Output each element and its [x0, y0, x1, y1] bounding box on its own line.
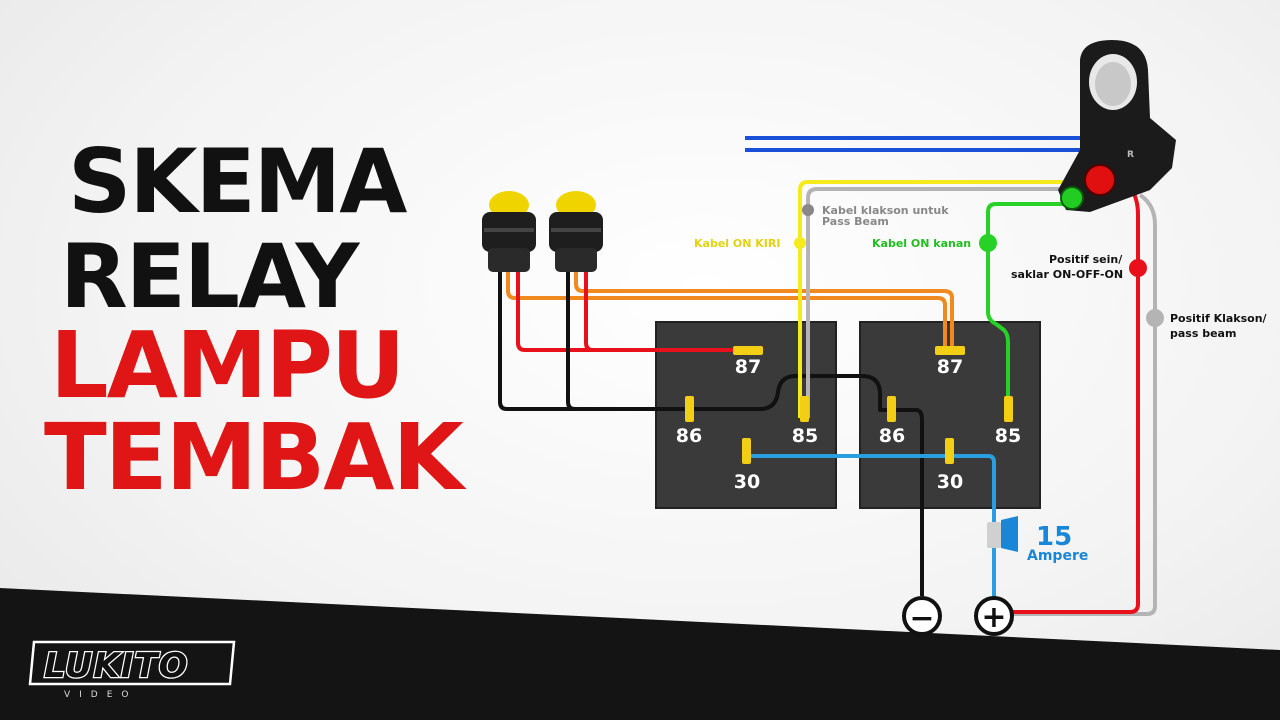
relay-right-label-85: 85 [995, 425, 1021, 447]
fuse-value: 15 [1036, 522, 1072, 552]
relay-left-pin-30 [742, 438, 751, 464]
label-positif-klakson-1: Positif Klakson/ [1170, 312, 1268, 325]
title-line-2: RELAY [60, 225, 359, 328]
label-kabel-on-kanan: Kabel ON kanan [872, 237, 971, 250]
marker-red-sein [1129, 259, 1147, 277]
relay-right-pin-30 [945, 438, 954, 464]
wire-blue-30 [746, 454, 996, 598]
wire-gray-positif [1010, 193, 1157, 616]
relay-left-label-85: 85 [792, 425, 818, 447]
wire-orange [506, 270, 954, 348]
svg-text:−: − [909, 601, 934, 636]
wire-red-positif [1008, 188, 1140, 614]
title-line-4: TEMBAK [44, 404, 464, 511]
relay-right-label-30: 30 [937, 471, 963, 493]
label-kabel-klakson-2: Pass Beam [822, 215, 889, 228]
marker-green-kanan [979, 234, 997, 252]
relay-left-pin-87 [733, 346, 763, 355]
label-positif-klakson-2: pass beam [1170, 327, 1236, 340]
relay-right-pin-86 [887, 396, 896, 422]
positive-terminal-icon: + [974, 596, 1014, 636]
fog-lamp-left-icon [482, 191, 536, 272]
relay-left-label-30: 30 [734, 471, 760, 493]
marker-yellow-kiri [794, 237, 806, 249]
wire-yellow-on-kiri [798, 180, 1075, 418]
title-line-3: LAMPU [50, 312, 406, 419]
marker-gray-klakson [802, 204, 814, 216]
wire-red-lamp [516, 270, 738, 352]
relay-left-pin-86 [685, 396, 694, 422]
label-positif-sein-2: saklar ON-OFF-ON [1011, 268, 1123, 281]
relay-right-label-86: 86 [879, 425, 905, 447]
negative-terminal-icon: − [902, 596, 942, 636]
bottom-band [0, 588, 1280, 720]
relay-right-pin-85 [1004, 396, 1013, 422]
fuse-unit: Ampere [1027, 548, 1088, 564]
handlebar-lines [745, 136, 1105, 152]
title-line-1: SKEMA [68, 130, 407, 233]
svg-text:R: R [1127, 150, 1134, 160]
wire-black-ground [498, 270, 924, 596]
relay-pins [685, 346, 1013, 464]
logo-main-text: LUKITO [44, 646, 189, 686]
label-positif-sein-1: Positif sein/ [1049, 253, 1123, 266]
handlebar-switch-icon: R [1058, 40, 1176, 212]
relay-left-pin-85 [800, 396, 809, 422]
relay-right-pin-87 [935, 346, 965, 355]
relay-left-label-86: 86 [676, 425, 702, 447]
relay-left-label-87: 87 [735, 356, 761, 378]
label-kabel-on-kiri: Kabel ON KIRI [694, 237, 780, 250]
fuse-icon [987, 516, 1018, 552]
relay-right-label-87: 87 [937, 356, 963, 378]
fog-lamp-right-icon [549, 191, 603, 272]
wire-gray-klakson [806, 187, 1075, 418]
marker-gray-positif [1146, 309, 1164, 327]
wire-green-on-kanan [986, 202, 1070, 418]
logo-sub-text: VIDEO [64, 690, 138, 700]
svg-text:+: + [981, 600, 1006, 635]
brand-logo: LUKITO VIDEO [28, 640, 236, 700]
label-kabel-klakson-1: Kabel klakson untuk [822, 204, 949, 217]
